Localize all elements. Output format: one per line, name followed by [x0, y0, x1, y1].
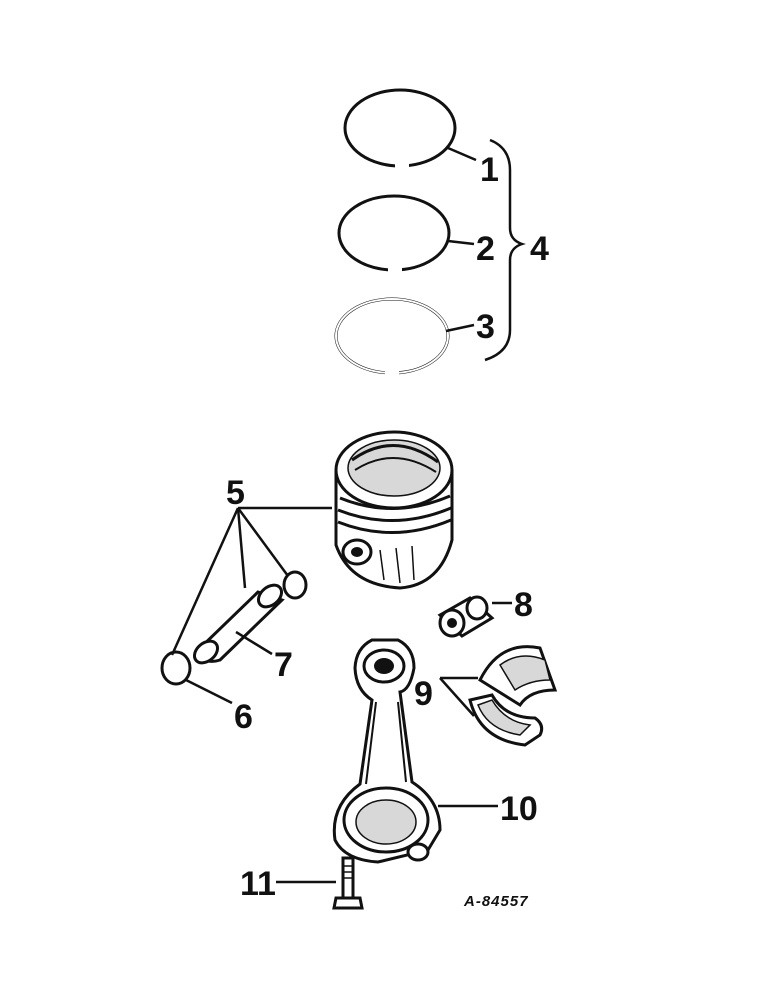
- callout-4: 4: [530, 230, 549, 268]
- bearing-half-upper: [478, 645, 558, 708]
- callout-1: 1: [480, 151, 499, 189]
- ring-set-brace: [484, 138, 526, 362]
- rod-bolt: [332, 856, 364, 910]
- bearing-half-lower: [468, 693, 544, 747]
- piston-ring-1: [343, 88, 457, 174]
- connecting-rod: [332, 638, 442, 864]
- piston: [334, 430, 454, 590]
- pin-bushing: [437, 595, 495, 638]
- snap-ring-lower: [160, 650, 192, 686]
- callout-8: 8: [514, 586, 533, 624]
- callout-7: 7: [274, 646, 293, 684]
- callout-9: 9: [414, 675, 433, 713]
- callout-3: 3: [476, 308, 495, 346]
- figure-id: A-84557: [463, 893, 529, 910]
- callout-10: 10: [500, 790, 538, 828]
- leader-lines: [170, 146, 512, 884]
- piston-ring-3: [334, 297, 450, 384]
- callout-2: 2: [476, 230, 495, 268]
- callout-6: 6: [234, 698, 253, 736]
- callout-11: 11: [240, 865, 276, 903]
- piston-ring-2: [337, 194, 451, 279]
- snap-ring-upper: [282, 570, 308, 600]
- callout-5: 5: [226, 474, 245, 512]
- piston-pin: [192, 583, 285, 665]
